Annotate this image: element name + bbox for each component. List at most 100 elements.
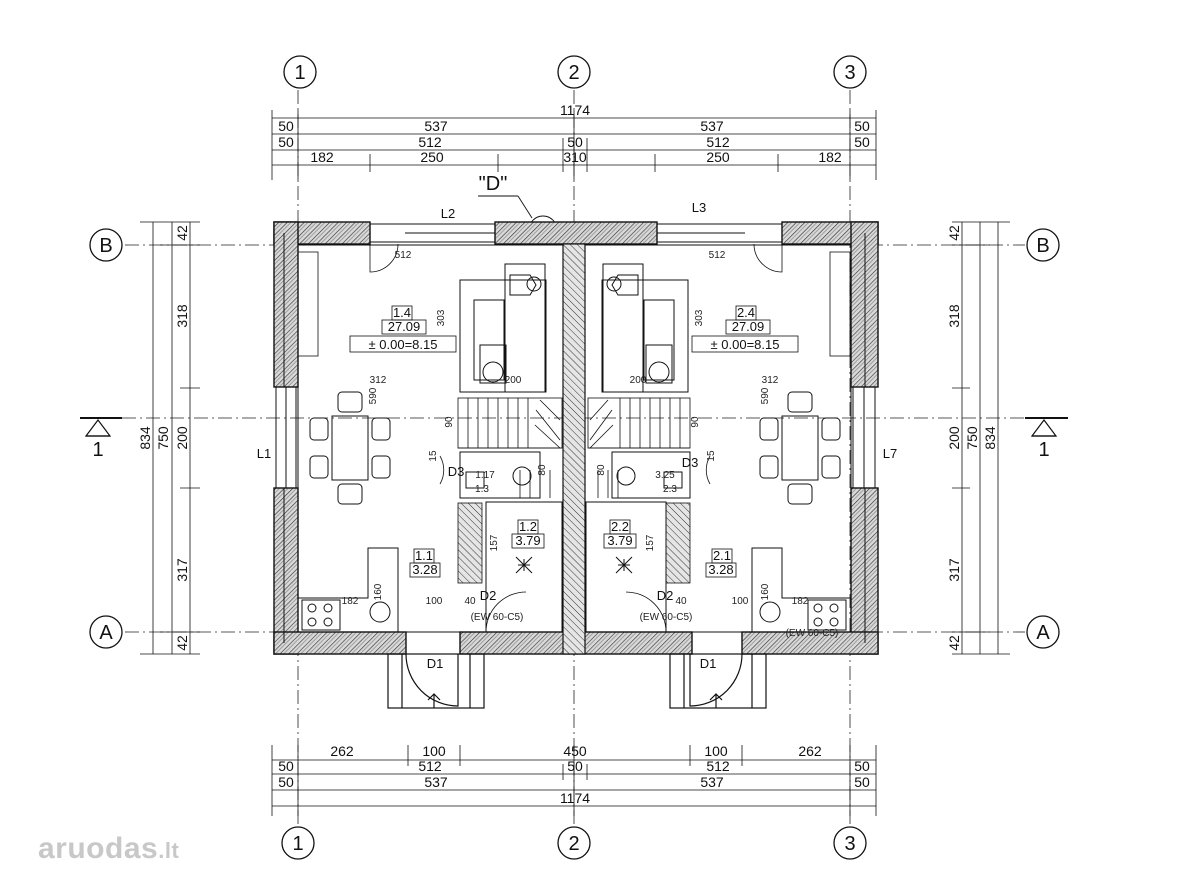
dim-left-i4: 317 xyxy=(174,558,190,582)
svg-text:40: 40 xyxy=(464,596,476,607)
svg-text:2.4: 2.4 xyxy=(737,305,755,320)
dim-bot-r1-d: 100 xyxy=(704,743,728,759)
dim-bot-r2-e: 50 xyxy=(854,758,870,774)
watermark-logo: aruodas.lt xyxy=(38,832,179,866)
dimension-chain-right xyxy=(952,221,1010,655)
dim-bot-r3-b: 537 xyxy=(424,774,448,790)
svg-text:A: A xyxy=(99,622,113,644)
svg-text:15: 15 xyxy=(706,450,717,462)
door-label-d2-left: D2 xyxy=(480,588,497,603)
bed-left xyxy=(459,263,547,393)
window-frames xyxy=(275,223,876,489)
section-cut-left xyxy=(80,417,122,437)
dim-bot-r3-d: 50 xyxy=(854,774,870,790)
svg-text:182: 182 xyxy=(342,596,359,607)
door-label-d1-right: D1 xyxy=(700,656,717,671)
door-spec-left: (EW 60-C5) xyxy=(471,612,524,623)
svg-text:A: A xyxy=(1036,622,1050,644)
bathroom-left xyxy=(459,451,563,633)
watermark-suffix: .lt xyxy=(158,838,180,863)
door-spec-right: (EW 60-C5) xyxy=(640,612,693,623)
axis-marker-3-top: 3 xyxy=(833,55,867,89)
dimension-chain-top xyxy=(271,110,877,180)
svg-text:1.2: 1.2 xyxy=(519,519,537,534)
dim-bot-r2-c: 50 xyxy=(567,758,583,774)
svg-text:303: 303 xyxy=(694,309,705,326)
dim-top-r2-b: 512 xyxy=(418,134,442,150)
dim-top-r1-b: 537 xyxy=(424,118,448,134)
door-label-d3-left: D3 xyxy=(448,464,465,479)
svg-text:100: 100 xyxy=(426,596,443,607)
svg-text:160: 160 xyxy=(373,583,384,600)
dim-bot-r1-a: 262 xyxy=(330,743,354,759)
axis-marker-A-left: A xyxy=(89,615,123,649)
dim-bot-total: 1174 xyxy=(560,790,590,806)
svg-text:200: 200 xyxy=(505,375,522,386)
dim-bot-r1-c: 450 xyxy=(563,743,587,759)
room-tag-2-1: 2.1 3.28 xyxy=(705,548,737,578)
dim-bot-r1-b: 100 xyxy=(422,743,446,759)
dining-set-left xyxy=(309,391,391,505)
dim-left-i1: 42 xyxy=(174,225,190,241)
door-label-d3-right: D3 xyxy=(682,455,699,470)
svg-text:200: 200 xyxy=(630,375,647,386)
dim-top-r3-b: 250 xyxy=(420,149,444,165)
window-label-l1: L1 xyxy=(257,446,271,461)
room-tag-1-2: 1.2 3.79 xyxy=(511,519,545,549)
bath-door-swings xyxy=(439,455,711,633)
room-tag-2-2: 2.2 3.79 xyxy=(603,519,637,549)
svg-text:590: 590 xyxy=(760,387,771,404)
dim-right-i5: 42 xyxy=(946,635,962,651)
axis-marker-3-bottom: 3 xyxy=(833,826,867,860)
door-label-d2-right: D2 xyxy=(657,588,674,603)
svg-text:2.2: 2.2 xyxy=(611,519,629,534)
porch-left xyxy=(387,653,485,709)
svg-text:27.09: 27.09 xyxy=(732,319,765,334)
dim-right-mid: 750 xyxy=(964,426,980,450)
detail-mark-d: "D" xyxy=(479,173,508,195)
svg-text:2: 2 xyxy=(568,62,579,84)
dim-top-r1-a: 50 xyxy=(278,118,294,134)
dim-top-r3-c: 310 xyxy=(563,149,587,165)
section-cut-right xyxy=(1025,417,1068,437)
svg-text:1.17: 1.17 xyxy=(475,470,495,481)
svg-text:B: B xyxy=(1036,235,1049,257)
dim-right-outer: 834 xyxy=(982,426,998,450)
svg-text:40: 40 xyxy=(675,596,687,607)
svg-text:157: 157 xyxy=(645,534,656,551)
svg-text:3: 3 xyxy=(844,62,855,84)
svg-text:312: 312 xyxy=(762,375,779,386)
svg-text:90: 90 xyxy=(444,416,455,428)
svg-text:15: 15 xyxy=(428,450,439,462)
svg-text:80: 80 xyxy=(596,464,607,476)
section-label-right: 1 xyxy=(1038,439,1049,461)
svg-text:590: 590 xyxy=(368,387,379,404)
dim-top-r3-e: 182 xyxy=(818,149,842,165)
dimension-chain-left xyxy=(140,221,200,655)
svg-text:1.4: 1.4 xyxy=(393,305,411,320)
dim-left-mid: 750 xyxy=(155,426,171,450)
kitchen-right xyxy=(751,547,851,632)
axis-marker-2-bottom: 2 xyxy=(557,826,591,860)
room-tag-wc-right: 3.25 2.3 xyxy=(655,470,677,495)
axis-marker-1-bottom: 1 xyxy=(281,826,315,860)
room-tag-2-4: 2.4 27.09 ± 0.00=8.15 xyxy=(691,305,799,353)
svg-text:312: 312 xyxy=(370,375,387,386)
axis-marker-B-right: B xyxy=(1026,228,1060,262)
svg-text:303: 303 xyxy=(436,309,447,326)
interior-dimensions: 512 512 303 303 200 200 312 312 590 590 … xyxy=(342,250,809,607)
dimension-chain-bottom xyxy=(271,745,877,816)
porch-right xyxy=(669,653,767,709)
dim-bot-r3-c: 537 xyxy=(700,774,724,790)
room-tag-1-1: 1.1 3.28 xyxy=(409,548,441,578)
dim-top-r3-a: 182 xyxy=(310,149,334,165)
door-swings-top xyxy=(369,243,783,273)
bathroom-right xyxy=(585,451,691,633)
window-label-l2: L2 xyxy=(441,206,455,221)
svg-text:3.79: 3.79 xyxy=(515,533,540,548)
dim-bot-r2-d: 512 xyxy=(706,758,730,774)
svg-text:3.28: 3.28 xyxy=(708,562,733,577)
dim-top-r3-d: 250 xyxy=(706,149,730,165)
dim-top-r2-a: 50 xyxy=(278,134,294,150)
svg-text:± 0.00=8.15: ± 0.00=8.15 xyxy=(369,337,438,352)
